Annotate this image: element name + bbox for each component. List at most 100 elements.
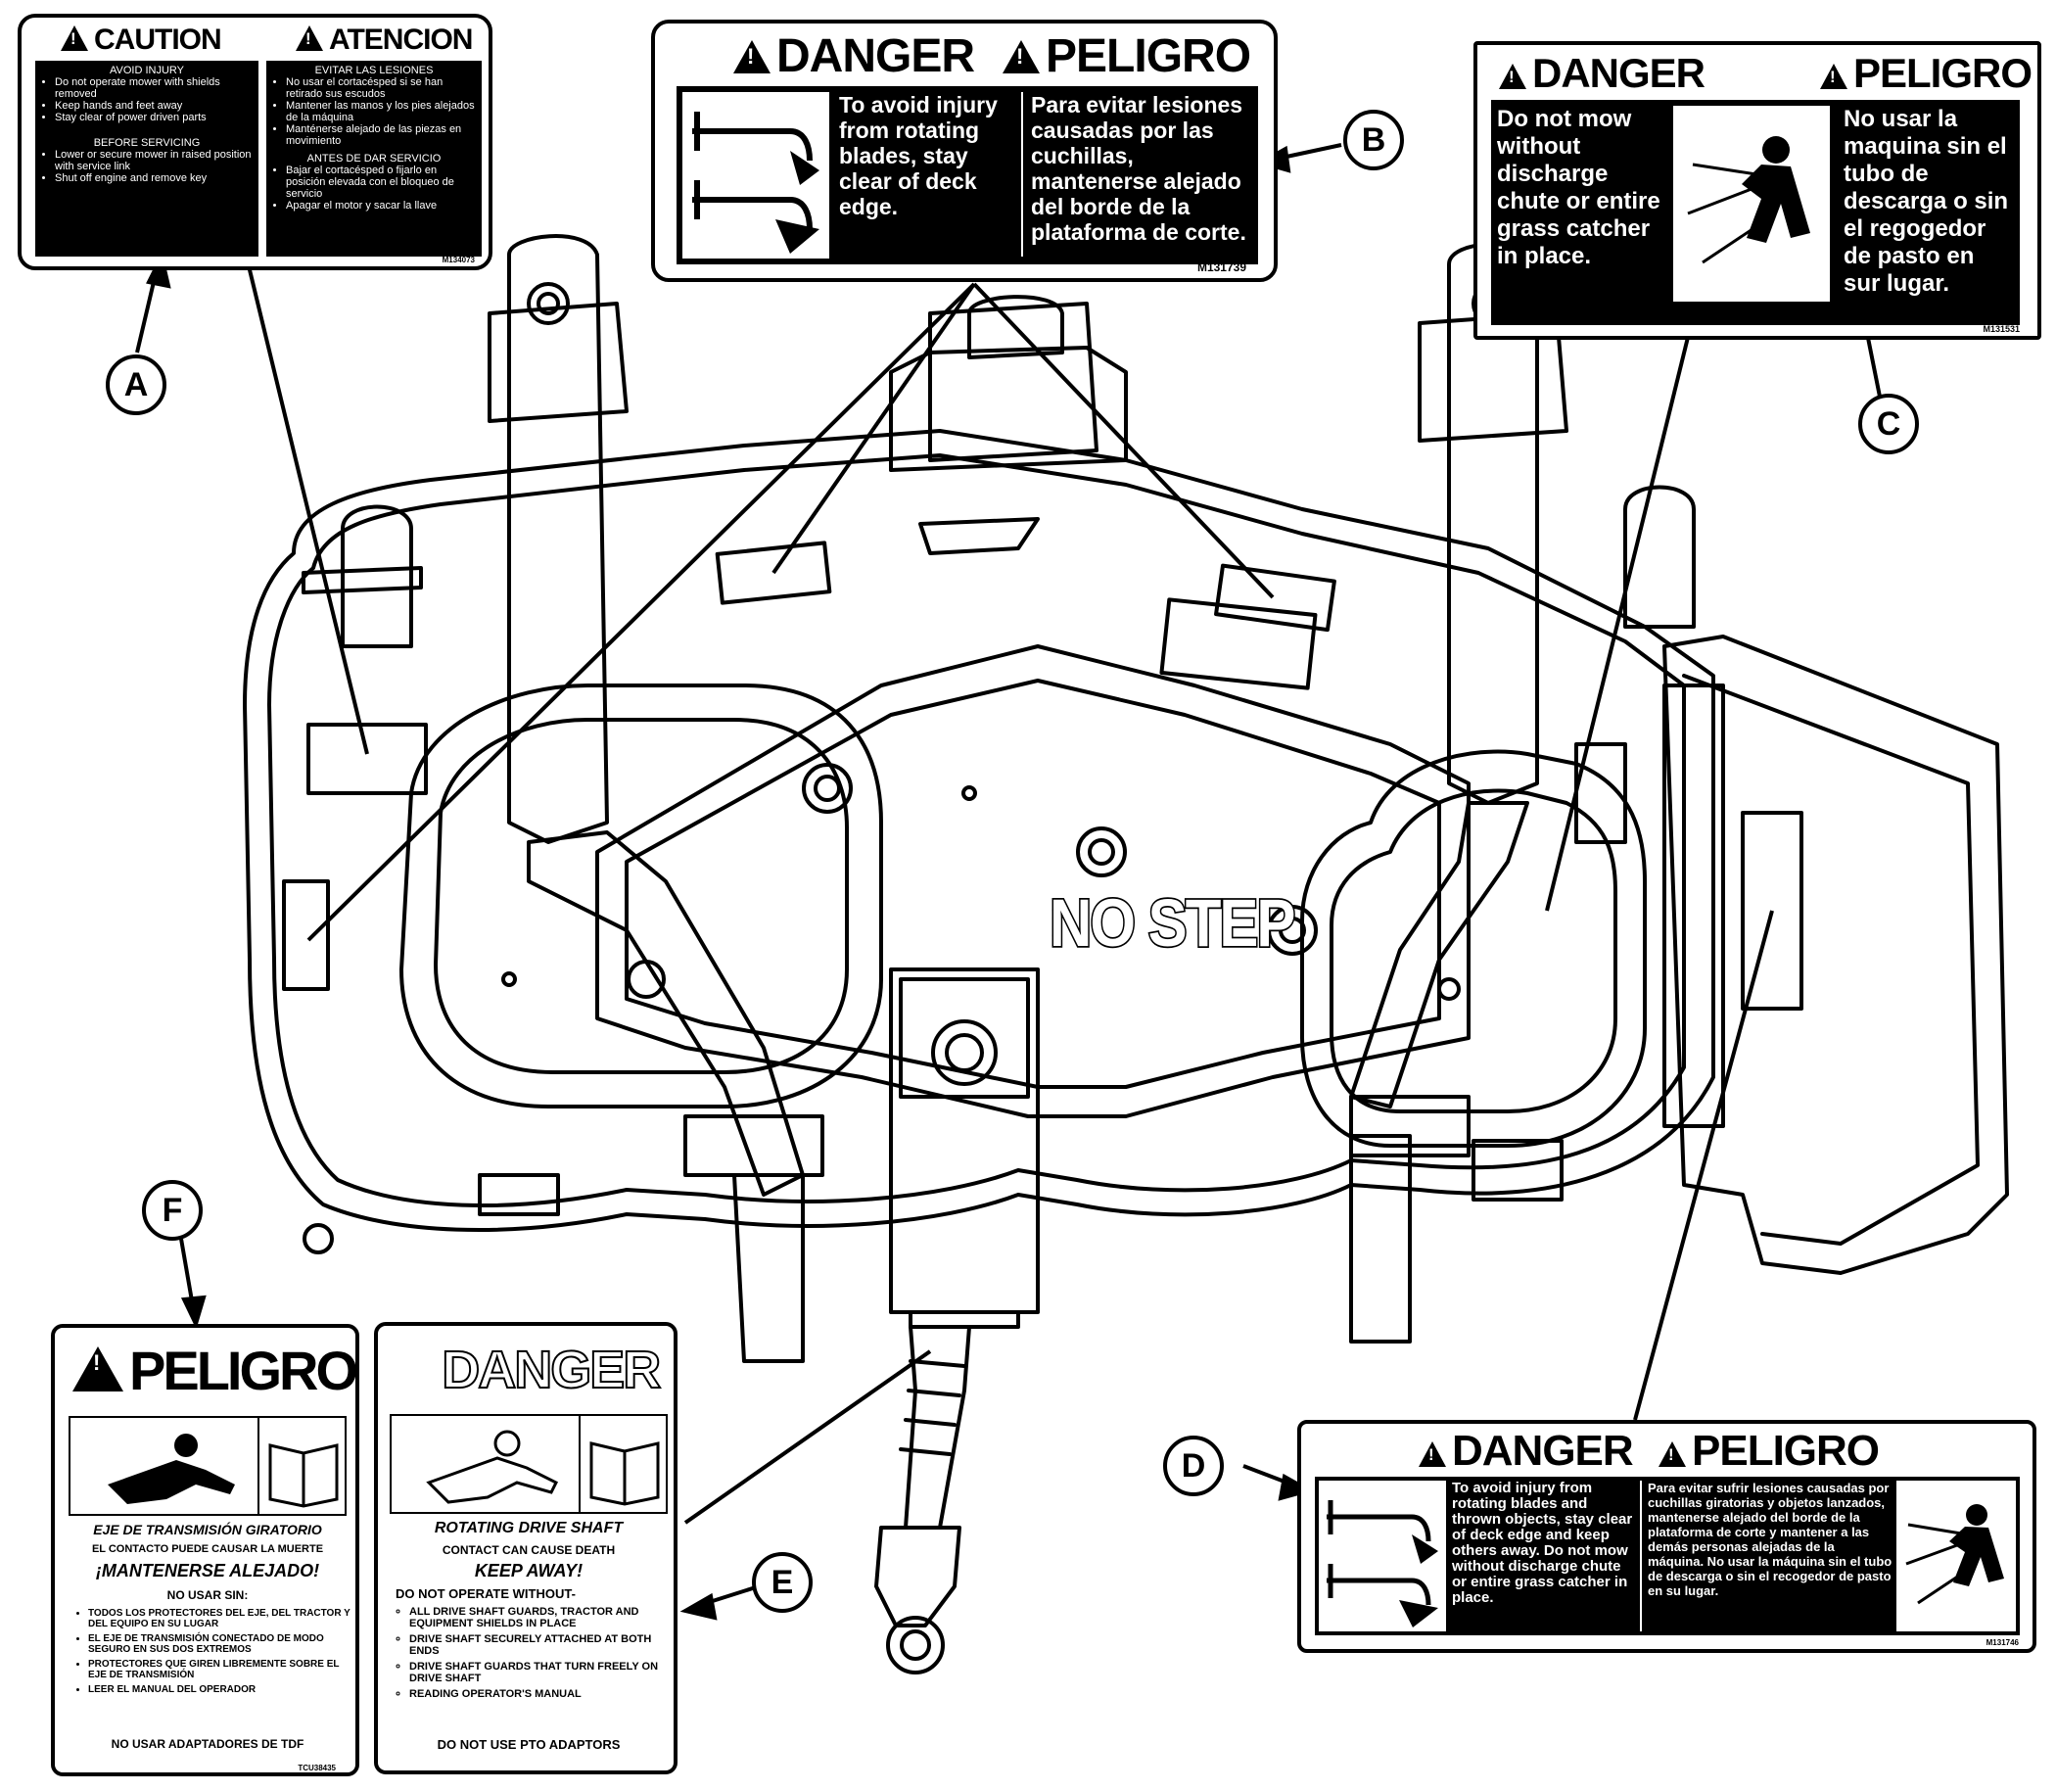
entanglement-hazard-icon [69,1416,347,1516]
decal-b-danger-header: DANGER [733,33,975,80]
decal-b-spanish-text: Para evitar lesiones causadas por las cu… [1031,92,1246,245]
decal-d-danger-header: DANGER [1419,1430,1634,1473]
decal-b-part-number: M131739 [1196,260,1246,274]
discharge-chute [1662,635,2009,1275]
decal-d-part-number: M131746 [1986,1638,2019,1647]
driveshaft-yoke [931,1019,998,1086]
leader-d-to-chute [1633,910,1774,1421]
decal-f-line3: NO USAR SIN: [166,1588,249,1602]
decal-a-caution: CAUTION ATENCION AVOID INJURY Do not ope… [18,14,492,270]
decal-a-english-panel: AVOID INJURY Do not operate mower with s… [35,61,258,257]
leader-b-to-front [306,282,976,942]
decal-a-spanish-panel: EVITAR LAS LESIONES No usar el cortacésp… [266,61,482,257]
callout-a: A [106,354,166,415]
decal-f-peligro-header: PELIGRO [72,1344,355,1398]
decal-location-a-left [306,723,428,795]
left-gauge-wheel [341,504,413,648]
decal-b-peligro-header: PELIGRO [1003,33,1251,80]
warning-triangle-icon [733,40,771,73]
callout-d: D [1163,1436,1224,1496]
callout-e: E [752,1552,813,1613]
leader-a-to-deck [243,249,369,755]
leader-b-to-left [771,282,976,575]
decal-e-line1: CONTACT CAN CAUSE DEATH [442,1543,616,1557]
decal-d-spanish-text: Para evitar sufrir lesiones causadas por… [1648,1481,1892,1598]
decal-c-part-number: M131531 [1983,324,2020,334]
decal-a-right-item: No usar el cortacésped si se han retirad… [286,76,476,100]
decal-f-item: PROTECTORES QUE GIREN LIBREMENTE SOBRE E… [88,1659,350,1680]
decal-a-left-item: Lower or secure mower in raised position… [55,149,253,172]
decal-a-left-header: CAUTION [61,25,222,55]
callout-b: B [1343,110,1404,170]
warning-triangle-icon [296,25,323,51]
decal-e-footer: DO NOT USE PTO ADAPTORS [437,1737,621,1752]
decal-e-subtitle: ROTATING DRIVE SHAFT [434,1520,624,1536]
decal-f-item: TODOS LOS PROTECTORES DEL EJE, DEL TRACT… [88,1608,350,1629]
decal-a-left-item: Do not operate mower with shields remove… [55,76,253,100]
gearbox-tower [928,302,1098,462]
decal-e-line2: KEEP AWAY! [474,1561,584,1580]
decal-a-left-heading1: AVOID INJURY [110,65,184,76]
no-step-label: NO STEP [1048,883,1296,962]
decal-e-danger-header: DANGER [390,1343,664,1404]
decal-location-b-right [1214,563,1336,633]
decal-c-danger-header: DANGER [1499,53,1706,94]
leader-c-to-deck [1545,312,1696,912]
decal-f-line2: ¡MANTENERSE ALEJADO! [95,1561,320,1580]
decal-a-part-number: M134073 [442,256,475,264]
decal-e-item: DRIVE SHAFT GUARDS THAT TURN FREELY ON D… [409,1661,674,1684]
decal-f-item: LEER EL MANUAL DEL OPERADOR [88,1684,350,1695]
decal-f-peligro-driveshaft: PELIGRO EJE DE TRANSMISIÓN GIRATORIO EL … [51,1324,359,1776]
left-spindle-pulley [802,763,853,814]
decal-a-right-item: Bajar el cortacésped o fijarlo en posici… [286,165,476,200]
left-lift-arm [507,234,609,844]
warning-triangle-icon [1659,1441,1686,1467]
right-spindle-pulley [1267,905,1318,956]
decal-f-line1: EL CONTACTO PUEDE CAUSAR LA MUERTE [91,1543,324,1555]
warning-triangle-icon [61,25,88,51]
decal-f-subtitle: EJE DE TRANSMISIÓN GIRATORIO [93,1522,322,1537]
warning-triangle-icon [394,1356,432,1390]
decal-a-right-item: Mantener las manos y los pies alejados d… [286,100,476,123]
thrown-object-hazard-icon [1896,1481,2016,1631]
decal-a-left-item: Shut off engine and remove key [55,172,253,184]
warning-triangle-icon [1003,40,1040,73]
decal-a-left-item: Keep hands and feet away [55,100,253,112]
decal-c-peligro-header: PELIGRO [1820,53,2033,94]
decal-a-right-item: Apagar el motor y sacar la llave [286,200,476,212]
warning-triangle-icon [1419,1441,1446,1467]
decal-a-left-heading2: BEFORE SERVICING [93,137,201,149]
warning-triangle-icon [72,1346,123,1391]
decal-c-danger-chute: DANGER PELIGRO Do not mow without discha… [1473,41,2041,340]
decal-d-danger-combined: DANGER PELIGRO To avoid injury from rota… [1297,1420,2036,1653]
decal-c-english-text: Do not mow without discharge chute or en… [1497,106,1660,269]
decal-b-body: To avoid injury from rotating blades, st… [677,86,1258,264]
decal-a-left-item: Stay clear of power driven parts [55,112,253,123]
decal-d-english-text: To avoid injury from rotating blades and… [1452,1480,1633,1606]
decal-a-right-header: ATENCION [296,25,473,55]
decal-e-line3: DO NOT OPERATE WITHOUT- [396,1586,576,1601]
decal-b-english-text: To avoid injury from rotating blades, st… [839,92,998,219]
decal-location-a-front [282,879,330,991]
center-spindle-pulley [1076,826,1127,877]
deck-outline [243,429,1715,1232]
decal-location-d [1741,811,1803,1011]
decal-a-right-heading2: ANTES DE DAR SERVICIO [306,153,442,165]
warning-triangle-icon [1499,64,1526,89]
front-left-wheel-bolt [303,1223,334,1254]
callout-c: C [1858,394,1919,454]
leader-b-to-right [972,282,1275,599]
decal-b-danger-blades: DANGER PELIGRO To avoid injury from rota… [651,20,1278,282]
right-gauge-wheel [1623,485,1696,629]
decal-e-danger-driveshaft: DANGER ROTATING DRIVE SHAFT CONTACT CAN … [374,1322,678,1774]
pto-yoke [874,1526,961,1627]
leader-e-to-shaft [683,1349,932,1525]
decal-a-right-heading1: EVITAR LAS LESIONES [314,65,434,76]
blade-hazard-icon [1319,1481,1446,1631]
decal-e-item: DRIVE SHAFT SECURELY ATTACHED AT BOTH EN… [409,1633,674,1657]
center-belt-shield [595,644,1471,1118]
deck-inner-rim [267,453,1686,1207]
decal-e-item: READING OPERATOR'S MANUAL [409,1688,674,1700]
right-blade-housing [1300,749,1647,1148]
callout-f: F [142,1180,203,1241]
